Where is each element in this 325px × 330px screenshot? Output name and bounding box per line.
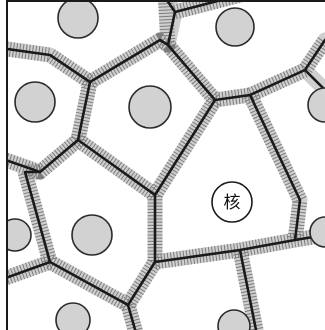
nucleus bbox=[56, 303, 90, 330]
nucleus bbox=[72, 215, 112, 255]
cell-wall-stipple bbox=[250, 95, 300, 240]
nucleus bbox=[308, 88, 325, 122]
nucleus bbox=[216, 8, 254, 46]
nucleus-label: 核 bbox=[224, 193, 241, 213]
nucleus bbox=[0, 219, 31, 251]
nucleus bbox=[15, 82, 55, 122]
labelled-nucleus: 核 bbox=[212, 182, 252, 222]
nucleus bbox=[58, 0, 98, 38]
nucleus bbox=[129, 86, 171, 128]
